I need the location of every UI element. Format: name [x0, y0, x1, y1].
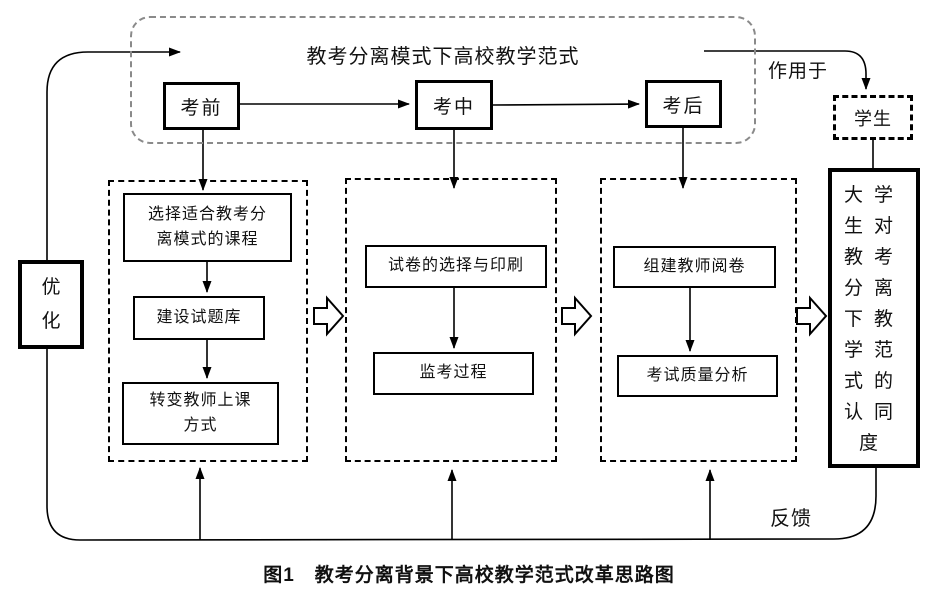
acts-on-label: 作用于	[768, 61, 829, 82]
figure-caption: 图1 教考分离背景下高校教学范式改革思路图	[263, 565, 675, 586]
student-label: 学生	[854, 108, 892, 129]
step-invigilation-process: 监考过程	[373, 352, 534, 395]
paradigm-title: 教考分离模式下高校教学范式	[306, 46, 580, 68]
mid-to-post-arrow	[492, 99, 640, 109]
step-change-teaching-style: 转变教师上课方式	[122, 382, 279, 445]
step-exam-quality-analysis: 考试质量分析	[617, 355, 778, 397]
step-organize-grading: 组建教师阅卷	[613, 246, 776, 288]
stage-box-post-exam: 考后	[645, 80, 722, 128]
optimize-label: 优化	[41, 276, 61, 332]
outcome-box: 大学生对教考分离下教学范式的认同度	[828, 168, 920, 468]
feedback-label: 反馈	[770, 508, 812, 530]
phase-column-during-exam	[345, 178, 557, 462]
block-arrow-after-outcome	[796, 295, 828, 337]
paradigm-container	[130, 16, 756, 144]
stage-box-during-exam: 考中	[415, 80, 493, 130]
student-box: 学生	[833, 95, 913, 140]
step-select-courses: 选择适合教考分离模式的课程	[123, 193, 292, 262]
feedback-loop-line	[46, 47, 877, 541]
outcome-label: 大学生对教考分离下教学范式的认同度	[844, 185, 905, 454]
phase-column-post-exam	[600, 178, 797, 462]
phase-column-pre-exam	[108, 180, 308, 462]
block-arrow-during-after	[561, 295, 593, 337]
step-paper-selection-printing: 试卷的选择与印刷	[365, 245, 547, 288]
optimize-box: 优化	[18, 260, 84, 349]
block-arrow-before-during	[313, 295, 345, 337]
acts-on-line	[704, 50, 871, 90]
stage-box-pre-exam: 考前	[163, 82, 240, 130]
step-build-question-bank: 建设试题库	[133, 296, 265, 340]
